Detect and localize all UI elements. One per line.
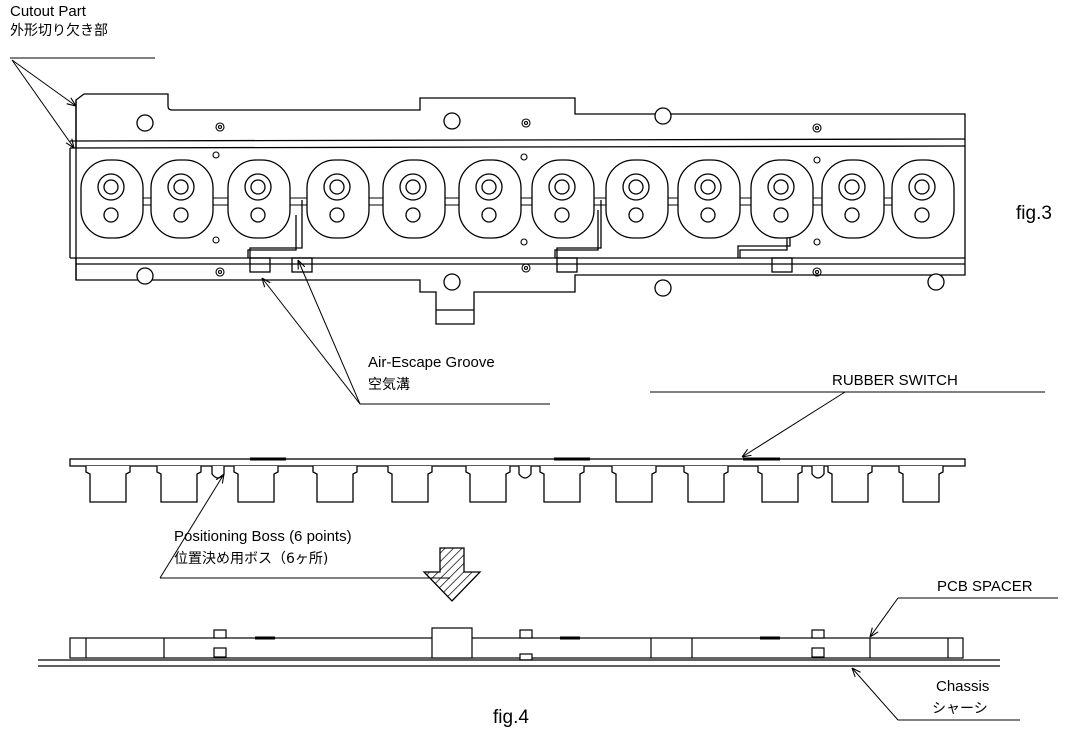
mounting-holes — [136, 107, 945, 297]
rubber-switch-outline — [75, 93, 966, 325]
fig3-caption: fig.3 — [1016, 203, 1052, 224]
positioning-bosses-top — [212, 118, 822, 277]
key-pad — [821, 159, 885, 239]
key-pad — [531, 159, 595, 239]
key-pad — [750, 159, 814, 239]
leader-lines-fig4 — [852, 597, 1058, 721]
chassis-label-jp: シャーシ — [932, 701, 988, 717]
key-pad — [891, 159, 955, 239]
key-pad — [605, 159, 669, 239]
positioning-boss-label-jp: 位置決め用ボス（6ヶ所) — [174, 551, 329, 567]
key-pads — [80, 159, 955, 239]
fig4-caption: fig.4 — [493, 707, 529, 728]
key-pad — [306, 159, 370, 239]
air-escape-groove-label: Air-Escape Groove — [368, 354, 495, 371]
cutout-part-label-jp: 外形切り欠き部 — [10, 23, 108, 39]
key-pad — [227, 159, 291, 239]
rubber-switch-side-view — [69, 457, 966, 503]
rubber-switch-label: RUBBER SWITCH — [832, 372, 958, 389]
key-pad — [80, 159, 144, 239]
leader-lines-fig3 — [10, 57, 550, 405]
pcb-spacer — [69, 637, 964, 659]
assembly-arrow — [422, 547, 482, 602]
key-pad — [382, 159, 446, 239]
leader-lines-side — [159, 391, 1045, 579]
key-pad — [458, 159, 522, 239]
cutout-part-label: Cutout Part — [10, 3, 86, 20]
positioning-boss-label: Positioning Boss (6 points) — [174, 528, 352, 545]
air-escape-groove-label-jp: 空気溝 — [368, 377, 410, 393]
key-pad — [677, 159, 741, 239]
key-pad — [150, 159, 214, 239]
chassis-label: Chassis — [936, 678, 990, 695]
fig4-assembly — [38, 627, 1000, 667]
pcb-spacer-label: PCB SPACER — [937, 578, 1033, 595]
